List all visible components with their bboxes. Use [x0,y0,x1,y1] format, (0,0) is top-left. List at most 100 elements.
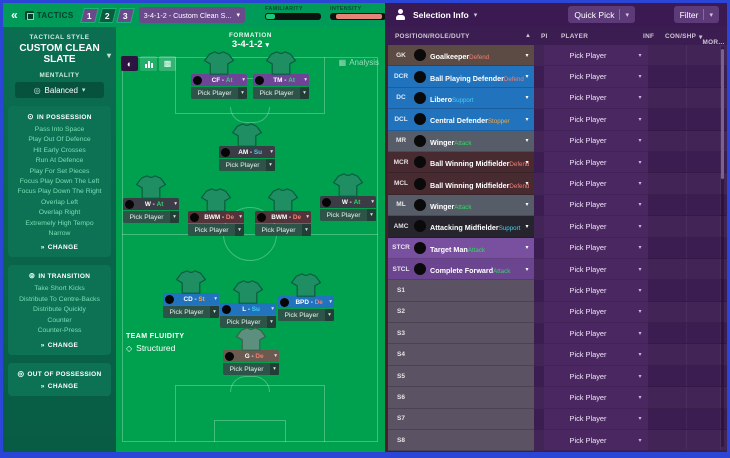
position-role-cell[interactable]: S3 [388,323,534,345]
chevron-down-icon[interactable]: ▾ [638,287,642,294]
pick-player-dropdown[interactable]: Pick Player▾ [544,216,648,238]
chevron-down-icon[interactable]: ▾ [371,199,374,205]
tactical-style-dropdown[interactable]: CUSTOM CLEAN SLATE ▾ [19,43,111,65]
team-instruction[interactable]: Distribute Quickly [33,306,86,314]
position-role-cell[interactable]: S4 [388,344,534,366]
chevron-down-icon[interactable]: ▾ [638,159,642,166]
in-possession-change-button[interactable]: »CHANGE [40,244,79,252]
pick-player-dropdown[interactable]: Pick Player▾ [544,258,648,281]
chevron-down-icon[interactable]: ▾ [638,52,642,59]
chevron-down-icon[interactable]: ▾ [266,159,275,171]
chevron-down-icon[interactable]: ▾ [638,116,642,123]
team-instruction[interactable]: Narrow [48,230,71,238]
team-instruction[interactable]: Take Short Kicks [34,285,85,293]
chevron-down-icon[interactable]: ▾ [329,299,332,305]
chevron-down-icon[interactable]: ▾ [525,181,529,188]
chevron-down-icon[interactable]: ▾ [638,330,642,337]
chevron-down-icon[interactable]: ▾ [300,87,309,99]
quick-pick-button[interactable]: Quick Pick▾ [568,6,635,23]
chevron-down-icon[interactable]: ▾ [325,309,334,321]
chevron-down-icon[interactable]: ▾ [214,296,217,302]
pick-player-dropdown[interactable]: Pick Player▾ [544,280,648,302]
role-duty-badge[interactable]: W - At▾ [123,198,179,210]
chevron-down-icon[interactable]: ▾ [638,138,642,145]
pick-player-dropdown[interactable]: Pick Player▾ [544,237,648,259]
chevron-down-icon[interactable]: ▾ [306,214,309,220]
pick-player-dropdown[interactable]: Pick Player▾ [320,209,376,221]
role-duty-badge[interactable]: TM - At▾ [253,74,309,86]
pick-player-dropdown[interactable]: Pick Player▾ [544,408,648,431]
chevron-down-icon[interactable]: ▾ [525,116,529,123]
player-position-bwm[interactable]: BWM - De▾Pick Player▾ [255,188,311,236]
team-instruction[interactable]: Counter-Press [37,327,82,335]
chevron-down-icon[interactable]: ▾ [271,306,274,312]
pick-player-dropdown[interactable]: Pick Player▾ [163,306,219,318]
chevron-down-icon[interactable]: ▾ [302,224,311,236]
role-duty-badge[interactable]: W - At▾ [320,196,376,208]
chevron-down-icon[interactable]: ▾ [638,202,642,209]
chevron-down-icon[interactable]: ▾ [473,12,478,19]
chevron-down-icon[interactable]: ▾ [525,74,529,81]
column-inf[interactable]: INF [643,33,655,40]
sort-asc-icon[interactable]: ▲ [525,33,532,39]
chevron-down-icon[interactable]: ▾ [242,77,245,83]
column-pi[interactable]: PI [541,33,548,40]
column-con-shp[interactable]: CON/SHP [665,33,697,40]
chevron-down-icon[interactable]: ▾ [525,95,529,102]
chevron-down-icon[interactable]: ▾ [367,209,376,221]
chevron-down-icon[interactable]: ▾ [638,95,642,102]
chevron-down-icon[interactable]: ▾ [638,181,642,188]
role-duty-badge[interactable]: G - De▾ [223,350,279,362]
position-role-cell[interactable]: S6 [388,387,534,409]
selection-info-label[interactable]: Selection Info [413,10,469,20]
tactic-tab-3[interactable]: 3 [115,7,135,23]
column-more[interactable]: ▾ MOR... [699,34,725,46]
chevron-down-icon[interactable]: ▾ [170,211,179,223]
sub-row-s2[interactable]: S2 Pick Player▾ [385,301,727,324]
position-role-cell[interactable]: S7 [388,408,534,431]
mentality-dropdown[interactable]: ◎ Balanced ▾ [15,82,104,98]
pick-player-dropdown[interactable]: Pick Player▾ [544,323,648,345]
pick-player-dropdown[interactable]: Pick Player▾ [544,194,648,217]
team-instruction[interactable]: Play For Set Pieces [29,167,90,175]
pick-player-dropdown[interactable]: Pick Player▾ [544,45,648,67]
chevron-down-icon[interactable]: ▾ [638,394,642,401]
tactic-tab-1[interactable]: 1 [79,7,99,23]
chevron-down-icon[interactable]: ▾ [270,149,273,155]
pick-player-dropdown[interactable]: Pick Player▾ [544,430,648,452]
pick-player-dropdown[interactable]: Pick Player▾ [123,211,179,223]
player-position-bpd[interactable]: BPD - De▾Pick Player▾ [278,273,334,321]
pick-player-dropdown[interactable]: Pick Player▾ [223,363,279,375]
chevron-down-icon[interactable]: ▾ [267,316,276,328]
player-position-w[interactable]: W - At▾Pick Player▾ [123,175,179,223]
chevron-down-icon[interactable]: ▾ [235,224,244,236]
chevron-down-icon[interactable]: ▾ [638,266,642,273]
stats-view-button[interactable] [140,56,157,71]
pick-player-dropdown[interactable]: Pick Player▾ [191,87,247,99]
chevron-down-icon[interactable]: ▾ [210,306,219,318]
player-position-am[interactable]: AM - Su▾Pick Player▾ [219,123,275,171]
tactic-name-dropdown[interactable]: 3-4-1-2 - Custom Clean S... ▾ [138,7,245,23]
team-instruction[interactable]: Distribute To Centre-Backs [19,295,100,303]
chevron-down-icon[interactable]: ▾ [274,353,277,359]
pick-player-dropdown[interactable]: Pick Player▾ [544,301,648,324]
position-role-cell[interactable]: S2 [388,301,534,324]
in-transition-change-button[interactable]: »CHANGE [40,341,79,349]
player-position-g[interactable]: G - De▾Pick Player▾ [223,327,279,375]
